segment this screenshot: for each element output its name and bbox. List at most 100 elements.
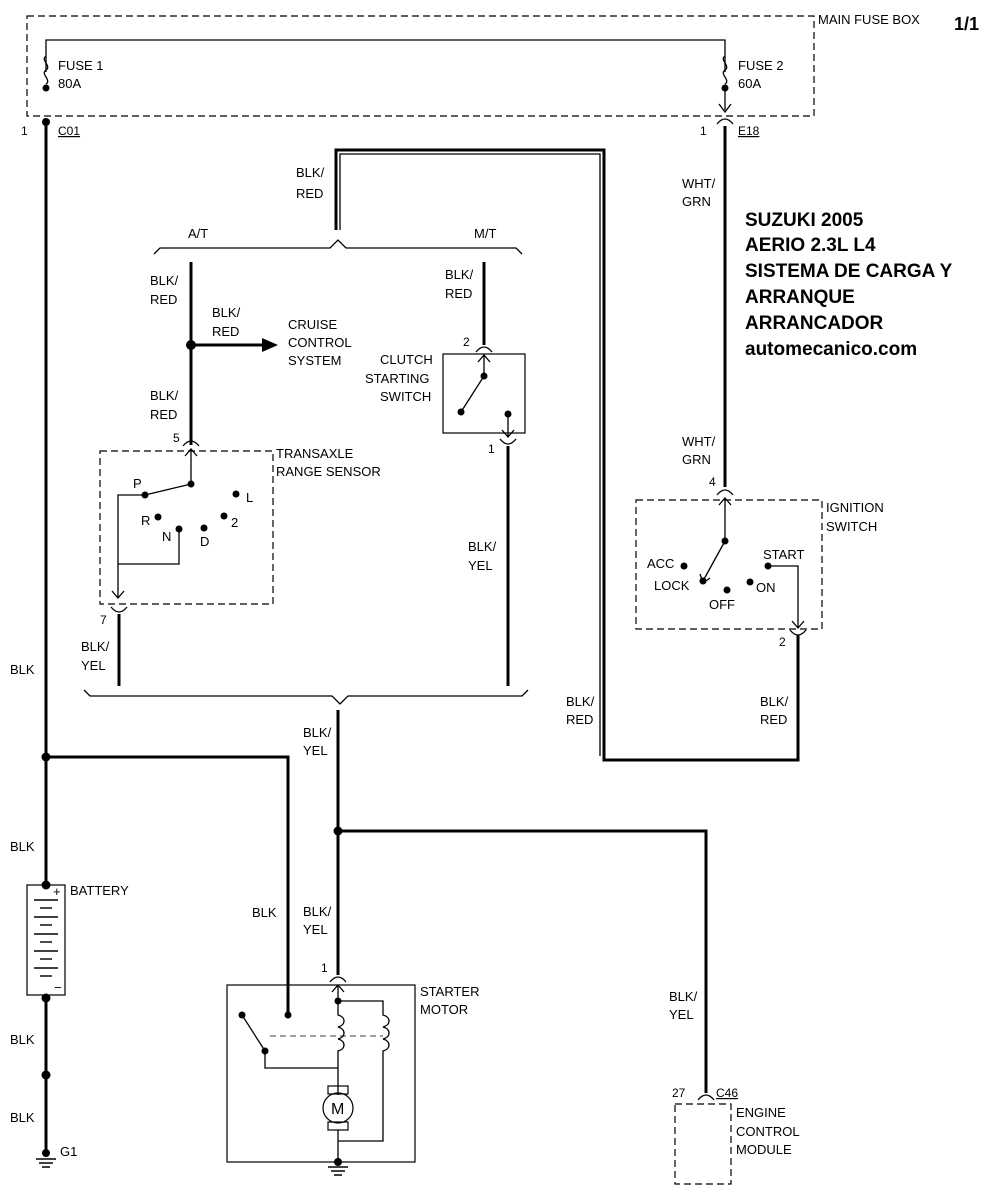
- motor-brush-top: [327, 1085, 349, 1095]
- trs-pos-l: L: [246, 490, 253, 505]
- mt-label: M/T: [474, 226, 496, 241]
- blk-wire-label-4: BLK: [10, 1110, 35, 1125]
- blk-wire-label-1: BLK: [10, 662, 35, 677]
- at-mt-bracket-bottom: [83, 689, 529, 705]
- blk-yel-label-trs-1: BLK/: [81, 639, 110, 654]
- starter-ground-icon: [328, 1166, 348, 1176]
- c01-label: C01: [58, 124, 80, 138]
- clutch-label-1: CLUTCH: [380, 352, 433, 367]
- blk-wire-label-2: BLK: [10, 839, 35, 854]
- hold-in-coil-icon: [338, 1000, 390, 1142]
- trs-connector-in: [182, 440, 200, 447]
- ign-contact-off: [723, 586, 731, 594]
- motor-symbol: M: [331, 1101, 344, 1118]
- trs-pos-d: D: [200, 534, 209, 549]
- wht-grn-label-3: WHT/: [682, 434, 716, 449]
- cruise-label-2: CONTROL: [288, 335, 352, 350]
- blk-wire-label-3: BLK: [10, 1032, 35, 1047]
- blk-red-label-ign-2: RED: [760, 712, 787, 727]
- trs-contact-d: [200, 524, 208, 532]
- title-line-1: SUZUKI 2005: [745, 210, 864, 231]
- trs-pos-p: P: [133, 476, 142, 491]
- cruise-arrow-icon: [262, 338, 278, 352]
- blk-yel-label-trs-2: YEL: [81, 658, 106, 673]
- ign-pin-out: 2: [779, 635, 786, 649]
- trs-pin-out: 7: [100, 613, 107, 627]
- blk-yel-label-start-4: YEL: [303, 922, 328, 937]
- title-line-5: ARRANCADOR: [745, 313, 884, 334]
- splice-blk-lower: [41, 1070, 51, 1080]
- clutch-connector-in: [475, 346, 493, 353]
- e18-pin: 1: [700, 124, 707, 138]
- ign-pos-off: OFF: [709, 597, 735, 612]
- ign-start-internal-wire: [768, 565, 805, 629]
- ecm-label-2: CONTROL: [736, 1124, 800, 1139]
- trs-contact-2: [220, 512, 228, 520]
- clutch-label-2: STARTING: [365, 371, 430, 386]
- starter-label-2: MOTOR: [420, 1002, 468, 1017]
- trs-internal-wire: [117, 494, 180, 598]
- wht-grn-label-4: GRN: [682, 452, 711, 467]
- e18-connector-symbol: [716, 118, 734, 125]
- clutch-switch-blade: [460, 375, 485, 413]
- fuse-1-rating: 80A: [58, 76, 81, 91]
- blk-red-label-at-1: BLK/: [150, 273, 179, 288]
- starter-ground-dot: [334, 1158, 342, 1166]
- trs-connector-out: [110, 606, 128, 613]
- clutch-arrow-out: [501, 414, 515, 438]
- blk-wire-to-starter: [46, 755, 290, 1015]
- ecm-outline: [674, 1103, 732, 1185]
- blk-red-wire-ignition-inner: [339, 153, 601, 756]
- title-line-2: AERIO 2.3L L4: [745, 235, 876, 256]
- fuse-2-name: FUSE 2: [738, 58, 784, 73]
- ign-pin-in: 4: [709, 475, 716, 489]
- blk-red-label-mt-1: BLK/: [445, 267, 474, 282]
- starter-solenoid-blade: [241, 1014, 266, 1052]
- ign-contact-on: [746, 578, 754, 586]
- cruise-label-3: SYSTEM: [288, 353, 341, 368]
- blk-yel-label-start-3: BLK/: [303, 904, 332, 919]
- battery-plus-icon: +: [53, 884, 61, 899]
- trs-contact-r: [154, 513, 162, 521]
- page-number: 1/1: [954, 14, 979, 34]
- ign-contact-lock: [699, 577, 707, 585]
- blk-red-wire-ignition-outer: [334, 148, 800, 762]
- blk-red-label-top-1: BLK/: [296, 165, 325, 180]
- ign-pos-lock: LOCK: [654, 578, 690, 593]
- transaxle-range-sensor-outline: [99, 450, 274, 605]
- blk-yel-wire-ecm: [338, 829, 708, 1093]
- pull-in-coil-icon: [337, 1001, 345, 1095]
- battery-label: BATTERY: [70, 883, 129, 898]
- title-line-3: SISTEMA DE CARGA Y: [745, 261, 953, 282]
- blk-red-label-at-3: BLK/: [150, 388, 179, 403]
- ign-connector-out: [789, 629, 807, 636]
- trs-arrow-out: [111, 590, 125, 599]
- starter-b-terminal: [284, 1011, 292, 1019]
- trs-pos-r: R: [141, 513, 150, 528]
- blk-yel-label-clutch-2: YEL: [468, 558, 493, 573]
- blk-yel-label-start-2: YEL: [303, 743, 328, 758]
- blk-red-label-at-2: RED: [150, 292, 177, 307]
- blk-red-label-cruise-1: BLK/: [212, 305, 241, 320]
- fuse-2-connector-arrow: [718, 88, 732, 114]
- trs-pos-n: N: [162, 529, 171, 544]
- starter-label-1: STARTER: [420, 984, 479, 999]
- motor-armature-icon: [322, 1092, 354, 1124]
- blk-red-label-at-4: RED: [150, 407, 177, 422]
- battery-cells-icon: [34, 899, 58, 977]
- title-line-4: ARRANQUE: [745, 287, 855, 308]
- ign-pos-on: ON: [756, 580, 776, 595]
- blk-red-label-mt-2: RED: [445, 286, 472, 301]
- blk-red-label-mid-1: BLK/: [566, 694, 595, 709]
- ign-connector-in: [716, 489, 734, 496]
- c01-pin: 1: [21, 124, 28, 138]
- trs-switch-blade: [144, 483, 192, 496]
- clutch-pin-in: 2: [463, 335, 470, 349]
- starter-internal-wire-1: [264, 1051, 338, 1069]
- ign-pos-start: START: [763, 547, 804, 562]
- battery-positive-terminal: [41, 880, 51, 890]
- wht-grn-label-2: GRN: [682, 194, 711, 209]
- e18-label: E18: [738, 124, 760, 138]
- clutch-pin-out: 1: [488, 442, 495, 456]
